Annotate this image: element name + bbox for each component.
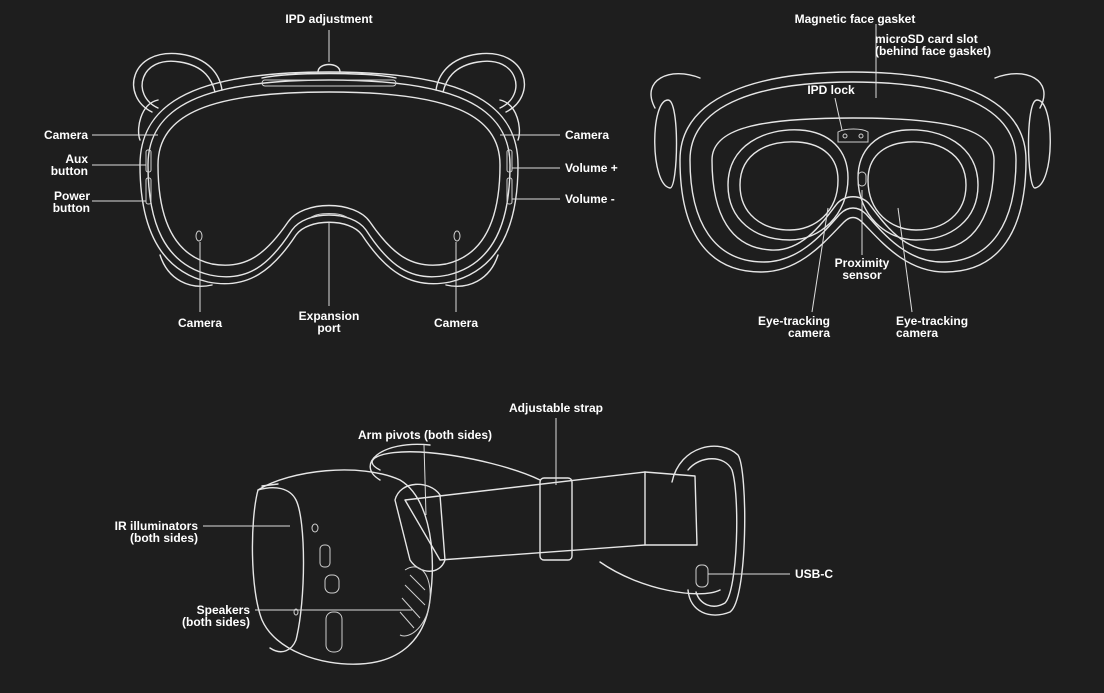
label-front-camera-left: Camera — [43, 128, 88, 142]
label-adjustable-strap: Adjustable strap — [508, 401, 604, 415]
label-volume-plus: Volume + — [565, 161, 618, 175]
label-proximity-sensor: Proximity sensor — [834, 256, 890, 282]
label-front-camera-right: Camera — [565, 128, 610, 142]
label-magnetic-face-gasket: Magnetic face gasket — [794, 12, 916, 26]
label-volume-minus: Volume - — [565, 192, 615, 206]
label-expansion-port: Expansion port — [298, 309, 360, 335]
label-usb-c: USB-C — [795, 567, 833, 581]
label-eye-tracking-right: Eye-tracking camera — [896, 314, 969, 340]
label-ir-illuminators: IR illuminators (both sides) — [114, 519, 198, 545]
label-speakers: Speakers (both sides) — [182, 603, 250, 629]
rear-view-drawing — [650, 24, 1051, 313]
label-front-camera-bottom-left: Camera — [177, 316, 223, 330]
label-microsd-slot: microSD card slot (behind face gasket) — [875, 32, 992, 58]
front-view-drawing — [92, 30, 560, 312]
label-eye-tracking-left: Eye-tracking camera — [757, 314, 830, 340]
label-power-button: Power button — [52, 189, 90, 215]
label-aux-button: Aux button — [50, 152, 88, 178]
label-ipd-lock: IPD lock — [807, 83, 855, 97]
side-view-drawing — [203, 418, 790, 665]
label-arm-pivots: Arm pivots (both sides) — [357, 428, 492, 442]
label-front-camera-bottom-right: Camera — [433, 316, 479, 330]
label-ipd-adjustment: IPD adjustment — [285, 12, 373, 26]
